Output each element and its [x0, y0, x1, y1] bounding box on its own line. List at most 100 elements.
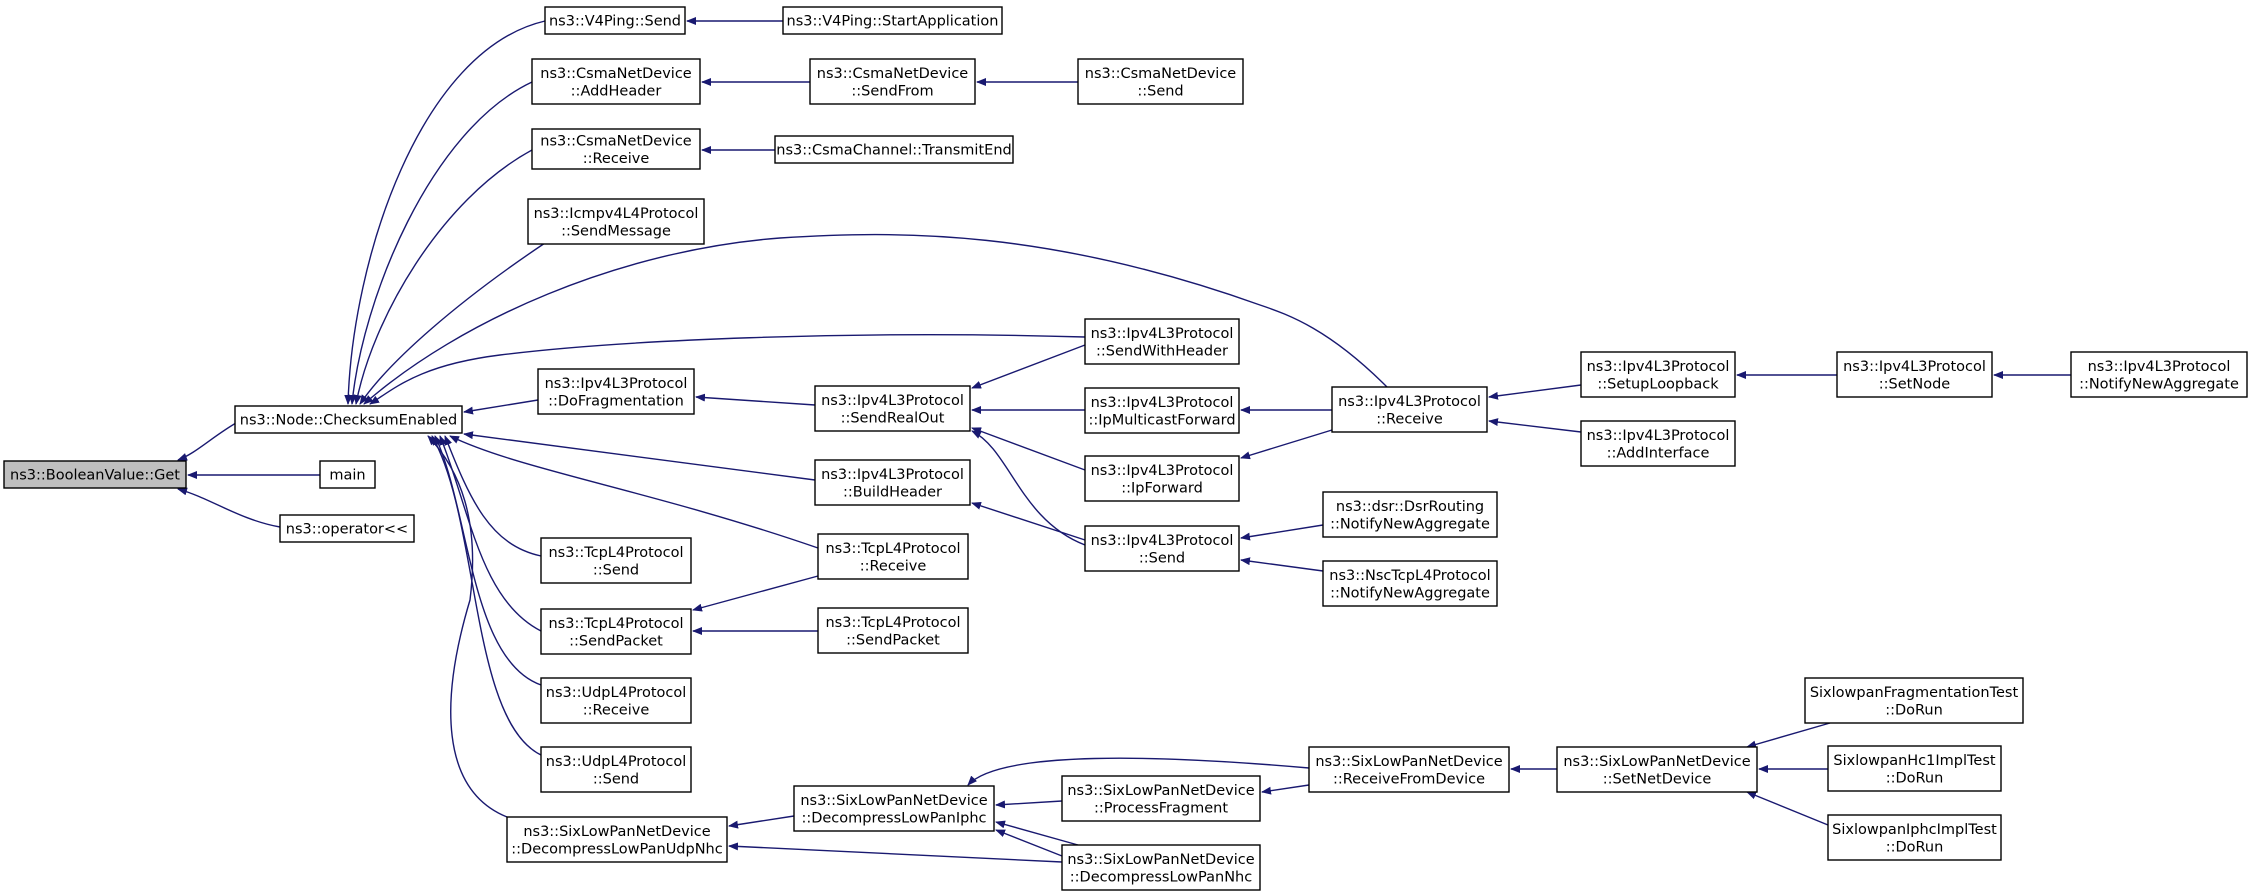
node-label: ::IpForward [1121, 480, 1203, 496]
node-label: ::SendWithHeader [1096, 343, 1228, 359]
node-nsc[interactable]: ns3::NscTcpL4Protocol::NotifyNewAggregat… [1322, 560, 1498, 607]
node-box [544, 6, 686, 35]
node-label: ns3::Icmpv4L4Protocol [534, 206, 699, 222]
edge-ipRecv-ipFwd [1240, 429, 1333, 460]
node-box [1331, 386, 1488, 433]
node-checksum[interactable]: ns3::Node::ChecksumEnabled [234, 405, 463, 434]
node-tcpSend[interactable]: ns3::TcpL4Protocol::Send [540, 537, 692, 584]
node-get[interactable]: ns3::BooleanValue::Get [3, 460, 187, 489]
node-label: ::Receive [860, 558, 927, 574]
node-ipBuild[interactable]: ns3::Ipv4L3Protocol::BuildHeader [814, 459, 971, 506]
edge-tcpSend-cs [444, 435, 542, 557]
node-label: ns3::TcpL4Protocol [825, 541, 960, 557]
node-ipRecv[interactable]: ns3::Ipv4L3Protocol::Receive [1331, 386, 1488, 433]
node-label: ::ReceiveFromDevice [1333, 771, 1485, 787]
node-label: ns3::Ipv4L3Protocol [1843, 359, 1986, 375]
node-ipNotify[interactable]: ns3::Ipv4L3Protocol::NotifyNewAggregate [2070, 351, 2248, 398]
node-dsr[interactable]: ns3::dsr::DsrRouting::NotifyNewAggregate [1322, 491, 1498, 538]
node-label: SixlowpanIphcImplTest [1832, 822, 1997, 838]
node-label: ::SendMessage [561, 223, 671, 239]
node-ipLoop[interactable]: ns3::Ipv4L3Protocol::SetupLoopback [1580, 351, 1736, 398]
node-sixNhc[interactable]: ns3::SixLowPanNetDevice::DecompressLowPa… [1061, 844, 1261, 891]
node-label: ::IpMulticastForward [1088, 412, 1235, 428]
node-label: ns3::operator<< [286, 522, 408, 538]
edge-ipSendHdr-cs [369, 334, 1086, 405]
node-csmaSendFrom[interactable]: ns3::CsmaNetDevice::SendFrom [809, 58, 976, 105]
node-label: ns3::Ipv4L3Protocol [1091, 326, 1234, 342]
edge-ipRecv-cs [363, 233, 1388, 405]
edge-sixFrag-sixIphc [995, 800, 1063, 809]
node-label: ns3::Ipv4L3Protocol [2088, 359, 2231, 375]
node-box [1804, 677, 2024, 724]
node-csmaTx[interactable]: ns3::CsmaChannel::TransmitEnd [774, 135, 1014, 164]
node-testFrag[interactable]: SixlowpanFragmentationTest::DoRun [1804, 677, 2024, 724]
node-box [531, 128, 701, 170]
node-label: ns3::SixLowPanNetDevice [523, 824, 710, 840]
node-csmaRecv[interactable]: ns3::CsmaNetDevice::Receive [531, 128, 701, 170]
node-csmaSend[interactable]: ns3::CsmaNetDevice::Send [1077, 58, 1244, 105]
node-box [1580, 351, 1736, 398]
node-label: ns3::V4Ping::StartApplication [787, 14, 999, 30]
node-ipSend[interactable]: ns3::Ipv4L3Protocol::Send [1084, 525, 1240, 572]
node-label: ns3::NscTcpL4Protocol [1329, 568, 1490, 584]
node-icmp[interactable]: ns3::Icmpv4L4Protocol::SendMessage [527, 198, 705, 245]
node-label: ns3::Ipv4L3Protocol [821, 393, 964, 409]
edge-nsc-ipSend [1240, 557, 1324, 572]
node-tcpRecv[interactable]: ns3::TcpL4Protocol::Receive [817, 533, 969, 580]
node-box [814, 459, 971, 506]
node-sixFrag[interactable]: ns3::SixLowPanNetDevice::ProcessFragment [1061, 775, 1261, 822]
node-label: ns3::Ipv4L3Protocol [1587, 428, 1730, 444]
edge-ipAddIf-ipRecv [1488, 418, 1582, 433]
node-csmaAdd[interactable]: ns3::CsmaNetDevice::AddHeader [531, 58, 701, 105]
node-tcpSendPkt2[interactable]: ns3::TcpL4Protocol::SendPacket [817, 607, 969, 654]
node-main[interactable]: main [319, 460, 376, 489]
edge-testFrag-sixSetNet [1746, 722, 1831, 749]
node-label: ::SetNode [1879, 376, 1951, 392]
node-label: ns3::CsmaNetDevice [1085, 66, 1237, 82]
node-label: ns3::CsmaNetDevice [540, 133, 692, 149]
node-ipSendHdr[interactable]: ns3::Ipv4L3Protocol::SendWithHeader [1084, 318, 1240, 365]
node-testIphc[interactable]: SixlowpanIphcImplTest::DoRun [1827, 814, 2002, 861]
node-sixSetNet[interactable]: ns3::SixLowPanNetDevice::SetNetDevice [1556, 746, 1758, 793]
node-box [3, 460, 187, 489]
node-sixIphc[interactable]: ns3::SixLowPanNetDevice::DecompressLowPa… [793, 785, 995, 832]
node-label: ns3::SixLowPanNetDevice [800, 793, 987, 809]
node-testHc1[interactable]: SixlowpanHc1ImplTest::DoRun [1827, 745, 2002, 792]
node-label: ::DoRun [1886, 770, 1944, 786]
node-box [531, 58, 701, 105]
node-label: ::DoRun [1885, 702, 1943, 718]
node-ipFwd[interactable]: ns3::Ipv4L3Protocol::IpForward [1084, 455, 1240, 502]
node-box [1077, 58, 1244, 105]
node-udpRecv[interactable]: ns3::UdpL4Protocol::Receive [540, 677, 692, 724]
node-sixUdp[interactable]: ns3::SixLowPanNetDevice::DecompressLowPa… [506, 816, 728, 863]
node-tcpSendPkt[interactable]: ns3::TcpL4Protocol::SendPacket [540, 608, 692, 655]
edge-ipSendReal-ipFrag [695, 393, 816, 406]
node-ipSendReal[interactable]: ns3::Ipv4L3Protocol::SendRealOut [814, 385, 971, 432]
node-box [1084, 525, 1240, 572]
node-box [1827, 814, 2002, 861]
node-sixRecv[interactable]: ns3::SixLowPanNetDevice::ReceiveFromDevi… [1308, 746, 1510, 793]
node-ipMcast[interactable]: ns3::Ipv4L3Protocol::IpMulticastForward [1084, 387, 1240, 434]
node-label: ns3::CsmaNetDevice [540, 66, 692, 82]
node-opout[interactable]: ns3::operator<< [279, 514, 415, 543]
node-v4send[interactable]: ns3::V4Ping::Send [544, 6, 686, 35]
node-label: ns3::Ipv4L3Protocol [1587, 359, 1730, 375]
node-label: main [329, 468, 365, 484]
edge-sixUdp-cs [427, 435, 508, 818]
node-label: ::AddInterface [1607, 445, 1710, 461]
node-box [319, 460, 376, 489]
edge-ipFrag-cs [463, 399, 539, 415]
node-udpSend[interactable]: ns3::UdpL4Protocol::Send [540, 746, 692, 793]
node-label: ::SetNetDevice [1603, 771, 1712, 787]
node-ipSetNode[interactable]: ns3::Ipv4L3Protocol::SetNode [1836, 351, 1993, 398]
edge-csmaAdd-cs [348, 81, 533, 405]
node-v4start[interactable]: ns3::V4Ping::StartApplication [782, 6, 1003, 35]
node-label: ::SendRealOut [841, 410, 945, 426]
node-label: ns3::Ipv4L3Protocol [1091, 395, 1234, 411]
node-box [1084, 387, 1240, 434]
node-box [234, 405, 463, 434]
node-box [1556, 746, 1758, 793]
node-ipFrag[interactable]: ns3::Ipv4L3Protocol::DoFragmentation [537, 368, 695, 415]
node-ipAddIf[interactable]: ns3::Ipv4L3Protocol::AddInterface [1580, 420, 1736, 467]
node-box [1580, 420, 1736, 467]
